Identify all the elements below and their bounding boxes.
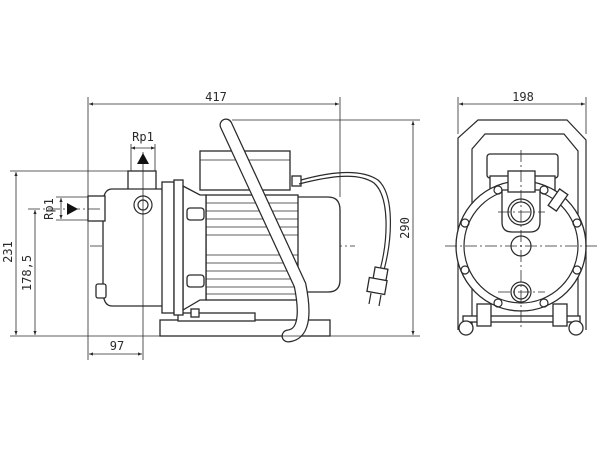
- cable-gland: [291, 175, 302, 187]
- wheel-left: [458, 320, 474, 336]
- dimension-handle-height: 290: [10, 119, 420, 337]
- power-plug-icon: [366, 266, 389, 307]
- dimension-label-231: 231: [1, 241, 15, 263]
- handle-frame-outer: [457, 119, 587, 330]
- outlet-thread-callout: Rp1: [130, 130, 156, 171]
- adapter-lug: [186, 207, 205, 221]
- dimension-label-417: 417: [205, 90, 227, 104]
- dimension-label-178-5: 178,5: [20, 255, 34, 291]
- foot-left: [476, 303, 492, 327]
- dimension-inlet-height: 178,5: [20, 208, 100, 335]
- dimension-overall-length: 417: [87, 90, 341, 360]
- motor-adapter: [182, 184, 207, 312]
- housing-flange: [161, 181, 175, 314]
- dimension-label-290: 290: [398, 217, 412, 239]
- adapter-lug: [186, 274, 205, 288]
- outlet-thread-label: Rp1: [132, 130, 154, 144]
- flow-in-arrow-icon: [67, 203, 78, 215]
- inlet-thread-label: Rp1: [42, 198, 56, 220]
- dimension-label-198: 198: [512, 90, 534, 104]
- inlet-thread-callout: Rp1: [42, 196, 88, 221]
- flange-bolts: [460, 185, 582, 308]
- inlet-port: [87, 195, 106, 222]
- bracket-bolt: [190, 308, 200, 318]
- dimension-outlet-height: 231: [1, 170, 128, 335]
- dimension-label-97: 97: [110, 339, 124, 353]
- mount-bracket: [177, 312, 256, 322]
- drain-plug: [95, 283, 107, 299]
- handle-frame-inner: [471, 133, 579, 326]
- outlet-port: [127, 170, 157, 191]
- foot-right: [552, 303, 568, 327]
- seal-plate: [173, 179, 184, 316]
- wheel-right: [568, 320, 584, 336]
- outlet-port-front: [507, 170, 536, 193]
- dimension-outlet-offset: 97: [89, 339, 142, 356]
- flow-out-arrow-icon: [137, 153, 149, 164]
- side-view: [87, 118, 391, 360]
- front-view: [445, 119, 600, 336]
- base-bar: [462, 315, 581, 323]
- dimension-overall-width: 198: [457, 90, 587, 134]
- motor-end-cap: [294, 196, 341, 293]
- cable-gland-front: [547, 188, 569, 212]
- power-cable: [300, 171, 391, 271]
